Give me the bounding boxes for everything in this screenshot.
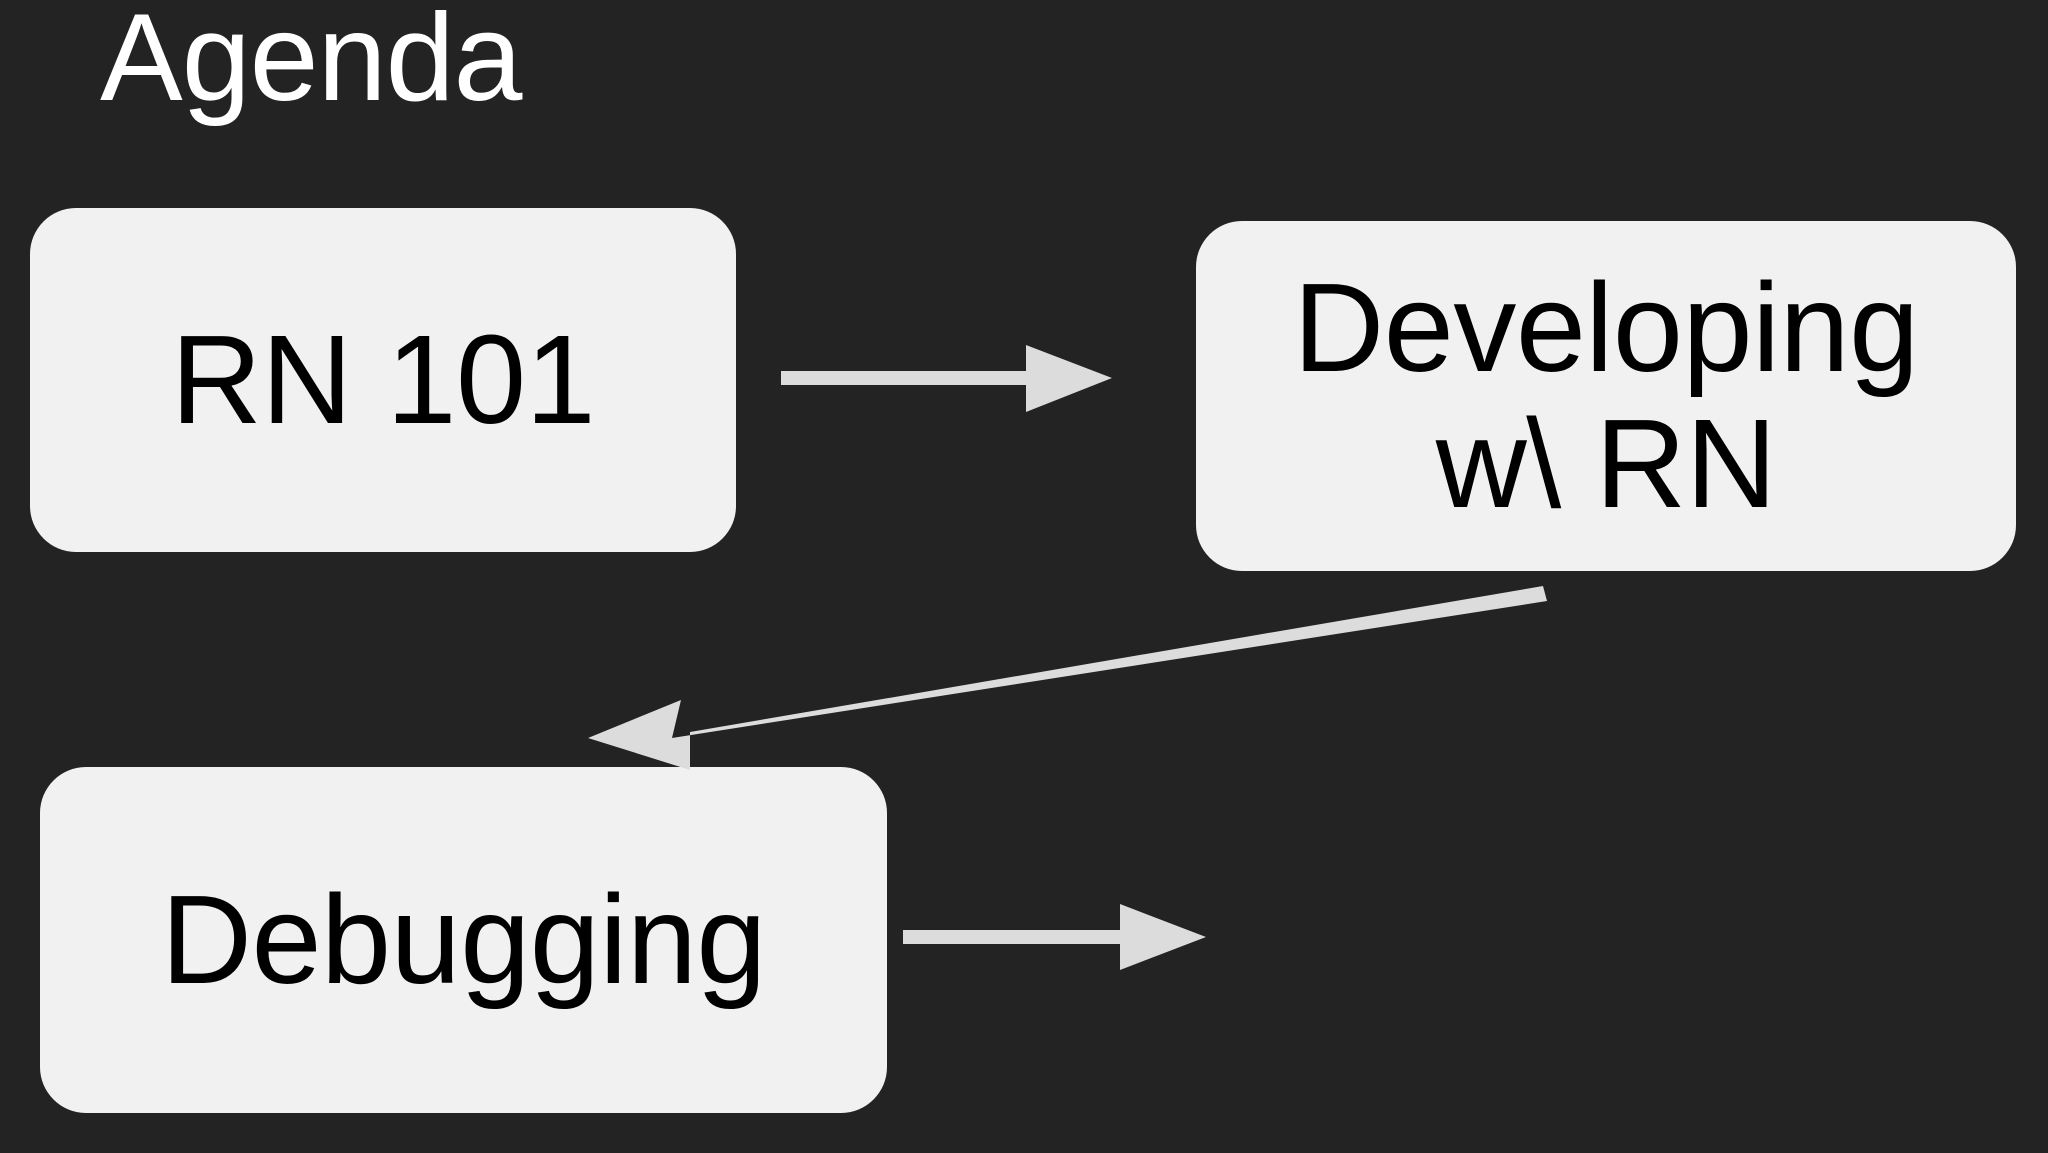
node-developing-label: Developing w\ RN (1293, 256, 1919, 534)
arrow-rn101-to-developing (781, 345, 1112, 412)
node-rn101[interactable]: RN 101 (30, 208, 736, 552)
node-developing[interactable]: Developing w\ RN (1196, 221, 2016, 571)
node-rn101-label: RN 101 (170, 308, 596, 450)
arrow-developing-to-debugging (588, 586, 1547, 770)
node-debugging-label: Debugging (160, 868, 767, 1010)
node-debugging[interactable]: Debugging (40, 767, 887, 1113)
page-title: Agenda (100, 0, 523, 127)
arrow-debugging-outgoing (903, 904, 1206, 970)
